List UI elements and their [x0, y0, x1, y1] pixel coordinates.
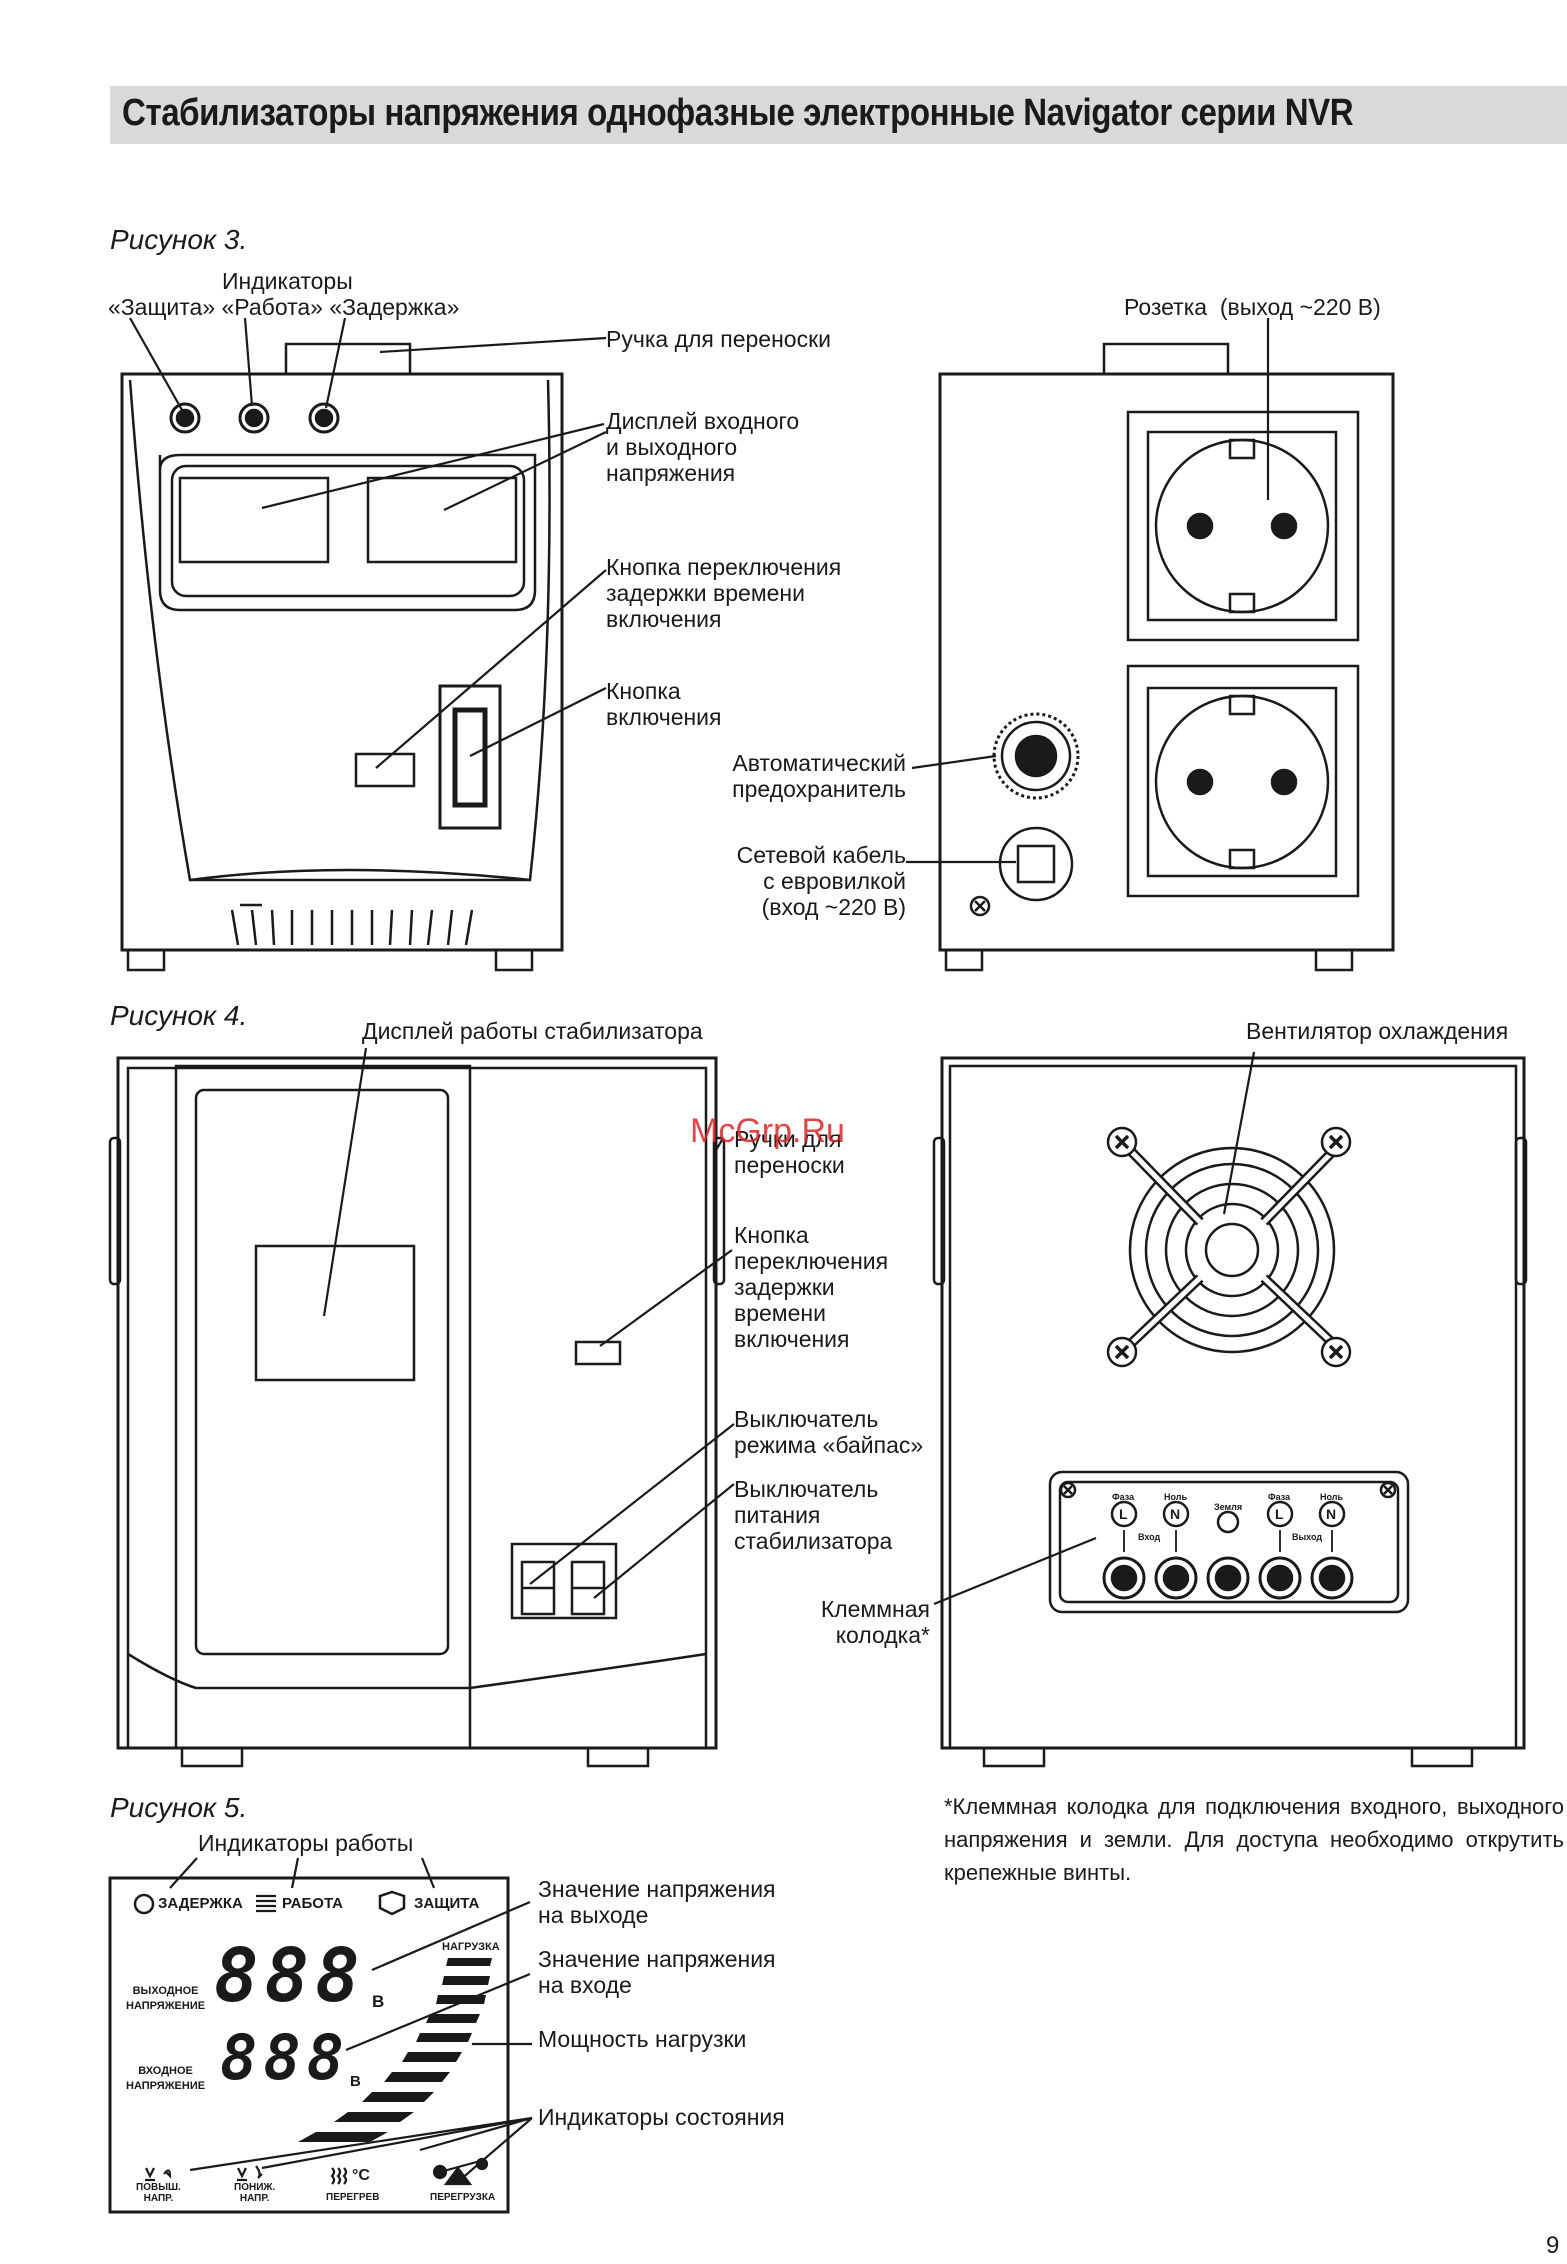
fig3-front-leaders [129, 317, 607, 769]
fig4-label: Рисунок 4. [110, 1000, 248, 1031]
terminal-note: *Клеммная колодка для подключения входно… [944, 1794, 1564, 1885]
fig5-status-icons [145, 2157, 489, 2186]
terminal-neutral-label-2: Ноль [1320, 1492, 1344, 1502]
fig4-front-unit [108, 1056, 726, 1768]
terminal-N-1: N [1170, 1506, 1181, 1522]
lcd-out-voltage: ВЫХОДНОЕ НАПРЯЖЕНИЕ [126, 1985, 206, 2012]
fig5-load-power-label: Мощность нагрузки [538, 2026, 747, 2052]
terminal-N-2: N [1326, 1506, 1337, 1522]
fig3-handle-label: Ручка для переноски [606, 326, 831, 352]
terminal-phase-label-2: Фаза [1268, 1492, 1291, 1502]
lcd-celsius: °C [352, 2167, 370, 2184]
fig3-display-label: Дисплей входного и выходного напряжения [606, 408, 800, 486]
fig3-indicators-names: «Защита» «Работа» «Задержка» [108, 294, 460, 320]
terminal-L-2: L [1275, 1506, 1284, 1522]
lcd-low-voltage: ПОНИЖ. НАПР. [234, 2182, 276, 2204]
fig5-in-value-label: Значение напряжения на входе [538, 1946, 776, 1998]
lcd-protect: ЗАЩИТА [414, 1895, 480, 1912]
fig4-front-leaders [322, 1047, 735, 1599]
fig5-status-indicators-label: Индикаторы состояния [538, 2104, 785, 2130]
lcd-work: РАБОТА [282, 1895, 344, 1912]
lcd-in-unit: В [350, 2073, 361, 2090]
header-bar [110, 86, 1567, 144]
lcd-out-unit: В [372, 1992, 385, 2011]
page-number: 9 [1546, 2232, 1560, 2259]
fig4-display-label: Дисплей работы стабилизатора [362, 1018, 703, 1044]
fig3-fuse-label: Автоматический предохранитель [732, 750, 906, 802]
lcd-delay: ЗАДЕРЖКА [158, 1895, 243, 1912]
terminal-neutral-label-1: Ноль [1164, 1492, 1188, 1502]
lcd-overload: ПЕРЕГРУЗКА [430, 2192, 496, 2203]
fig5-lcd-panel [108, 1857, 510, 2214]
lcd-out-digits: 888 [214, 1933, 366, 2019]
fig5-leaders [189, 1900, 533, 2181]
fig4-back-leaders [933, 1051, 1256, 1606]
terminal-L-1: L [1119, 1506, 1128, 1522]
fig3-socket-label: Розетка (выход ~220 В) [1124, 294, 1381, 320]
fig4-fan-label: Вентилятор охлаждения [1246, 1018, 1509, 1044]
fig3-label: Рисунок 3. [110, 224, 248, 255]
fig4-power-switch-label: Выключатель питания стабилизатора [734, 1476, 893, 1554]
fig4-back-unit [932, 1056, 1528, 1768]
watermark: McGrp.Ru [690, 1112, 845, 1150]
terminal-ground-label: Земля [1214, 1502, 1243, 1512]
fig3-front-unit [120, 342, 564, 972]
fig4-handles-label: Ручки для переноски [734, 1126, 845, 1178]
fig3-back-leaders [906, 318, 1270, 864]
fig4-terminal-label: Клеммная колодка* [820, 1596, 930, 1648]
fig5-out-value-label: Значение напряжения на выходе [538, 1876, 776, 1928]
lcd-load: НАГРУЗКА [442, 1941, 500, 1953]
fig3-back-unit [938, 342, 1395, 972]
lcd-high-voltage: ПОВЫШ. НАПР. [136, 2182, 181, 2204]
fig5-work-indicators-label: Индикаторы работы [198, 1830, 414, 1856]
lcd-in-digits: 888 [220, 2021, 350, 2094]
terminal-phase-label-1: Фаза [1112, 1492, 1135, 1502]
lcd-overheat: ПЕРЕГРЕВ [326, 2192, 380, 2203]
fig3-delay-button-label: Кнопка переключения задержки времени вкл… [606, 554, 842, 632]
fig5-label: Рисунок 5. [110, 1792, 248, 1823]
lcd-in-voltage: ВХОДНОЕ НАПРЯЖЕНИЕ [126, 2065, 206, 2092]
fig3-cable-label: Сетевой кабель с евровилкой (вход ~220 В… [736, 842, 906, 920]
terminal-output-label: Выход [1292, 1532, 1323, 1542]
page-title: Стабилизаторы напряжения однофазные элек… [122, 92, 1354, 134]
fig3-indicators-title: Индикаторы [222, 268, 353, 294]
fig4-bypass-label: Выключатель режима «байпас» [734, 1406, 924, 1458]
fig3-power-button-label: Кнопка включения [606, 678, 722, 730]
terminal-input-label: Вход [1138, 1532, 1161, 1542]
fig4-delay-button-label: Кнопка переключения задержки времени вкл… [734, 1222, 889, 1352]
